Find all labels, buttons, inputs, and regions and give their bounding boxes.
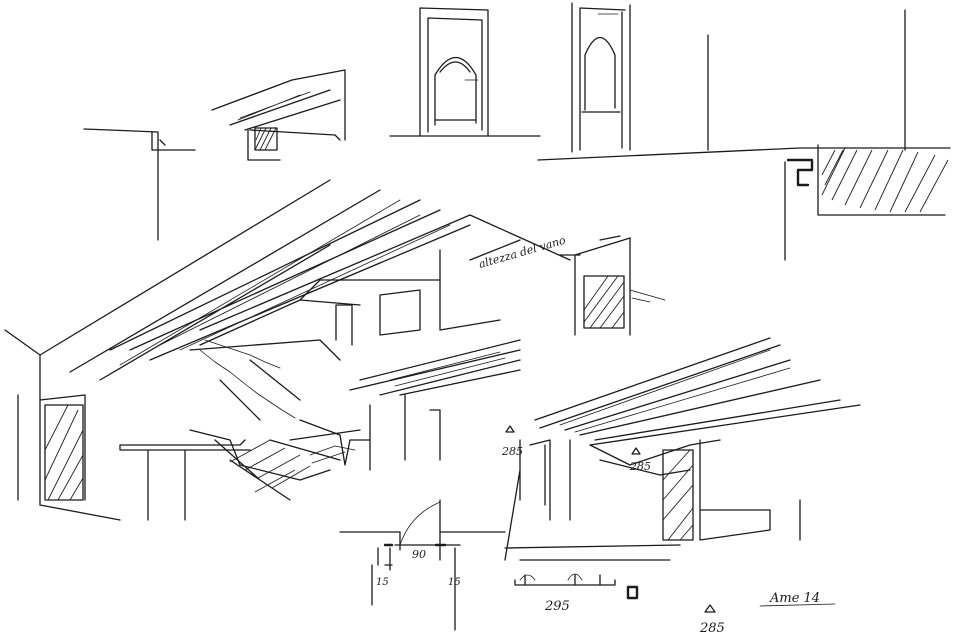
room-perspective-sketch-right — [504, 337, 861, 561]
level-marker-bottom-label: 285 — [699, 621, 725, 636]
dimension-wall-left: 15 — [376, 577, 389, 588]
door-opening-plan-sketch: 90 15 15 — [339, 499, 506, 631]
wall-floor-section-top-right — [537, 9, 951, 261]
level-marker-center-label: 285 — [629, 460, 651, 473]
dimension-opening-width: 90 — [412, 548, 426, 561]
staircase-perspective-sketch — [4, 179, 571, 521]
level-marker-left: 285 — [501, 425, 523, 458]
beam-detail-sketch — [211, 69, 346, 161]
wall-opening-hatched-panel — [559, 235, 666, 336]
arched-doorway-sketch-1 — [389, 7, 541, 137]
sketch-signature: Ame 14 — [769, 591, 820, 606]
dimension-height-295: 295 — [544, 599, 570, 614]
level-marker-center: 285 — [629, 447, 651, 473]
signature-underline — [759, 603, 836, 607]
wall-section-sketch-top-left — [83, 128, 196, 241]
arched-doorway-sketch-2 — [571, 2, 631, 153]
level-marker-left-label: 285 — [501, 445, 523, 458]
level-marker-bottom: 285 — [699, 604, 725, 636]
dimension-wall-right: 15 — [448, 577, 461, 588]
section-dimension-295: 295 — [514, 573, 639, 614]
